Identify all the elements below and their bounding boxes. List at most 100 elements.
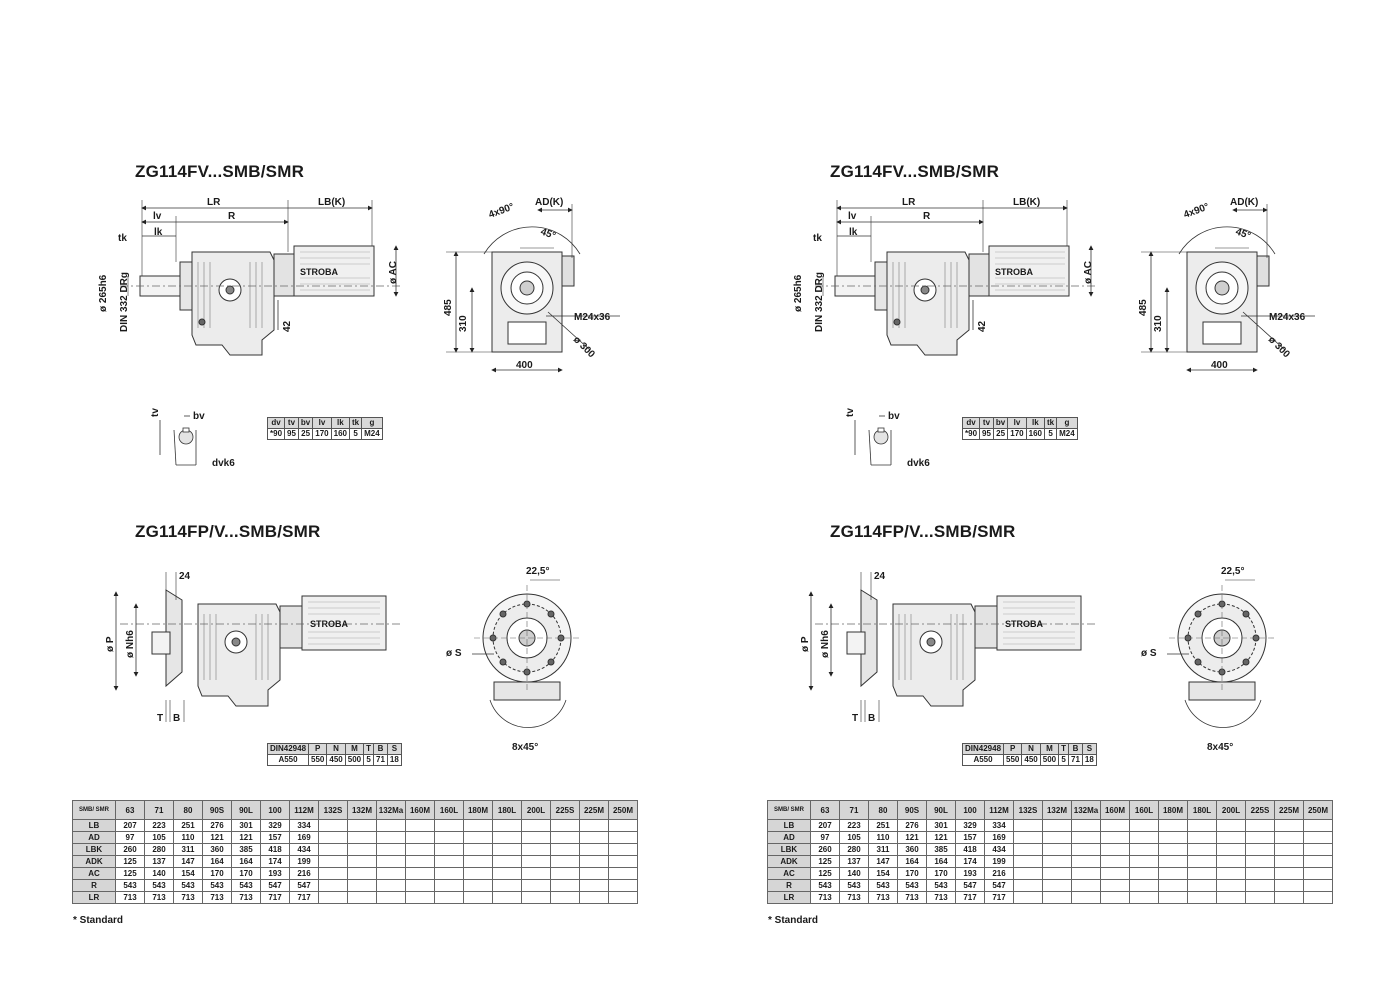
din-table-header-cell: B xyxy=(373,743,388,755)
motor-table-cell xyxy=(1129,891,1159,904)
motor-table-cell xyxy=(1158,891,1188,904)
motor-table-cell: 717 xyxy=(955,891,985,904)
dim-P: ø P xyxy=(105,636,116,652)
motor-table-cell xyxy=(405,819,435,832)
din-table-header-cell: DIN42948 xyxy=(266,743,310,755)
din-table-header-cell: N xyxy=(1021,743,1041,755)
motor-table-cell xyxy=(579,831,609,844)
motor-table-cell xyxy=(579,843,609,856)
title-fpv: ZG114FP/V...SMB/SMR xyxy=(830,522,1016,541)
motor-table-cell: 434 xyxy=(984,843,1014,856)
motor-table-cell: 543 xyxy=(202,879,232,892)
motor-table-cell xyxy=(1042,855,1072,868)
din-table-header-cell: T xyxy=(363,743,374,755)
motor-table-cell xyxy=(1013,831,1043,844)
dim-bolt: M24x36 xyxy=(1269,312,1306,323)
motor-size-header: 132M xyxy=(347,800,377,820)
motor-table-cell xyxy=(492,843,522,856)
din-table-header-cell: P xyxy=(308,743,328,755)
fv-side-view xyxy=(815,200,1095,356)
dim-tv: tv xyxy=(845,408,856,417)
angle-45: 45° xyxy=(1234,226,1252,242)
motor-table-cell xyxy=(550,867,580,880)
dim-d300: ø 300 xyxy=(571,334,597,360)
motor-table-cell: 110 xyxy=(868,831,898,844)
motor-table-cell: 360 xyxy=(202,843,232,856)
motor-table-cell: 193 xyxy=(955,867,985,880)
motor-table-cell: 329 xyxy=(955,819,985,832)
motor-table-cell: 223 xyxy=(144,819,174,832)
motor-table-cell xyxy=(1129,855,1159,868)
motor-table-cell xyxy=(434,831,464,844)
motor-table-cell: 713 xyxy=(926,891,956,904)
motor-table-cell xyxy=(318,879,348,892)
motor-table-cell xyxy=(492,831,522,844)
standard-note: * Standard xyxy=(73,915,124,926)
motor-table-cell: 543 xyxy=(173,879,203,892)
motor-table-cell xyxy=(347,843,377,856)
catalog-page-left: ZG114FV...SMB/SMR ZG114FP/V...SMB/SMR xyxy=(72,162,638,926)
key-table-header-cell: bv xyxy=(992,417,1009,429)
motor-table-cell: 110 xyxy=(173,831,203,844)
motor-table-cell xyxy=(1187,879,1217,892)
motor-table-cell xyxy=(579,867,609,880)
key-labels: tv bv dvk6 xyxy=(150,408,235,469)
brand-logo: STROBA xyxy=(300,267,339,277)
din-table-cell: 18 xyxy=(386,754,402,766)
key-table-cell: 95 xyxy=(284,428,299,440)
motor-size-header: 90S xyxy=(202,800,232,820)
motor-size-header: 63 xyxy=(810,800,840,820)
motor-table-cell xyxy=(405,879,435,892)
motor-table-cell xyxy=(492,867,522,880)
motor-table-cell xyxy=(521,867,551,880)
din-table-cell: 18 xyxy=(1081,754,1097,766)
key-table-cell: 25 xyxy=(297,428,314,440)
title-fpv: ZG114FP/V...SMB/SMR xyxy=(135,522,321,541)
motor-table-cell: 301 xyxy=(231,819,261,832)
fpv-side-labels: 24 ø P ø Nh6 T B STROBA xyxy=(105,571,349,724)
key-table-cell: 160 xyxy=(330,428,350,440)
motor-size-header: 63 xyxy=(115,800,145,820)
motor-table-cell xyxy=(1274,819,1304,832)
key-table-header-cell: tk xyxy=(348,417,363,429)
motor-table-cell xyxy=(1216,819,1246,832)
motor-table-cell xyxy=(1303,831,1333,844)
motor-table-cell xyxy=(434,867,464,880)
motor-size-header: 90S xyxy=(897,800,927,820)
motor-table-cell xyxy=(521,843,551,856)
motor-table-cell: 170 xyxy=(897,867,927,880)
motor-table-cell xyxy=(1071,843,1101,856)
motor-table-cell xyxy=(608,891,638,904)
dim-24: 24 xyxy=(874,571,886,582)
motor-table-cell xyxy=(1013,891,1043,904)
motor-size-header: 132Ma xyxy=(1071,800,1101,820)
key-table-header-cell: g xyxy=(1056,417,1078,429)
dim-din: DIN 332 DRg xyxy=(119,272,130,332)
motor-size-header: 200L xyxy=(521,800,551,820)
motor-table-cell xyxy=(1158,879,1188,892)
din-table-header-cell: N xyxy=(326,743,346,755)
motor-table-cell xyxy=(1129,843,1159,856)
angle-22: 22,5° xyxy=(1221,566,1244,577)
motor-table-cell xyxy=(1013,843,1043,856)
din-table-cell: 550 xyxy=(308,754,328,766)
key-detail xyxy=(854,415,892,466)
motor-table-cell: 157 xyxy=(260,831,290,844)
motor-table-cell xyxy=(463,843,493,856)
motor-table-cell: 547 xyxy=(984,879,1014,892)
dim-B: B xyxy=(173,713,180,724)
key-table-cell: 170 xyxy=(312,428,332,440)
motor-table-cell xyxy=(608,843,638,856)
motor-table-cell: 174 xyxy=(260,855,290,868)
motor-table-cell xyxy=(463,855,493,868)
motor-table-cell xyxy=(463,867,493,880)
din-table-cell: 550 xyxy=(1003,754,1023,766)
motor-table-cell xyxy=(1245,831,1275,844)
motor-table-cell: 199 xyxy=(289,855,319,868)
